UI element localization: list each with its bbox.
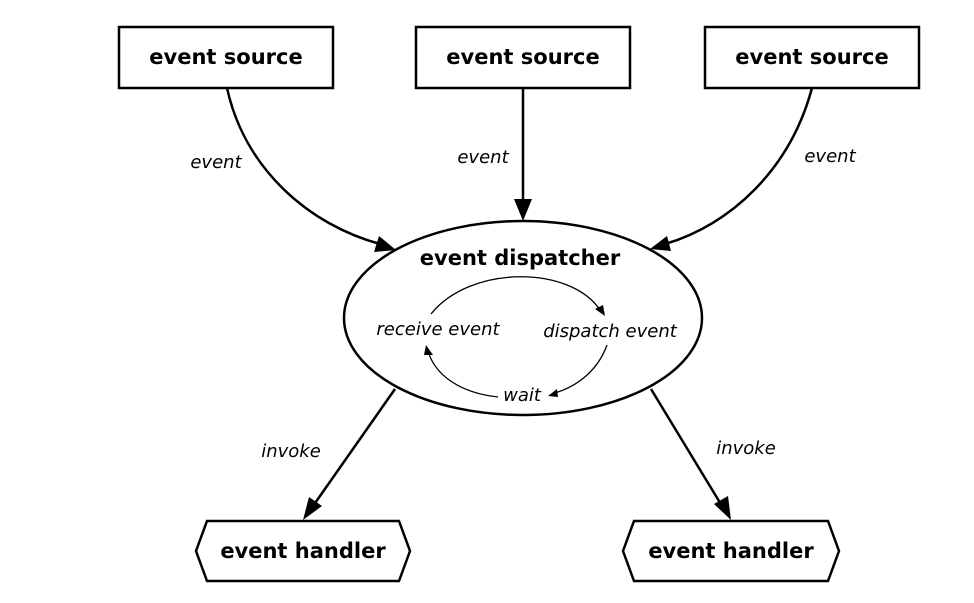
cycle-arrowhead-wait bbox=[548, 389, 558, 397]
invoke-edge-1-arrowhead bbox=[303, 497, 322, 520]
event-edge-3 bbox=[664, 87, 814, 246]
event-source-label-2: event source bbox=[446, 45, 599, 69]
event-source-box-1 bbox=[117, 25, 335, 90]
cycle-arrow-wait-to-receive bbox=[427, 350, 499, 398]
event-source-label-1: event source bbox=[149, 45, 302, 69]
receive-event-label: receive event bbox=[376, 319, 500, 340]
cycle-arrowhead-receive bbox=[424, 345, 433, 355]
event-edge-label-1: event bbox=[190, 152, 242, 173]
event-handler-shape-1 bbox=[194, 519, 412, 583]
invoke-edge-label-1: invoke bbox=[261, 441, 321, 462]
event-dispatcher-label: event dispatcher bbox=[420, 246, 621, 270]
event-edge-3-arrowhead bbox=[650, 236, 671, 251]
cycle-arrow-dispatch-to-wait bbox=[554, 344, 608, 394]
invoke-edge-label-2: invoke bbox=[716, 438, 776, 459]
event-source-label-3: event source bbox=[735, 45, 888, 69]
event-dispatcher-ellipse bbox=[342, 219, 704, 417]
invoke-edge-2 bbox=[649, 388, 724, 507]
event-source-box-2 bbox=[414, 25, 632, 90]
event-handler-label-2: event handler bbox=[648, 539, 814, 563]
event-edge-1-arrowhead bbox=[374, 236, 396, 252]
event-edge-1 bbox=[225, 87, 381, 246]
event-handler-label-1: event handler bbox=[220, 539, 386, 563]
event-edge-2-arrowhead bbox=[514, 199, 532, 221]
invoke-edge-2-arrowhead bbox=[714, 496, 731, 520]
dispatch-event-label: dispatch event bbox=[543, 321, 678, 342]
invoke-edge-1 bbox=[311, 388, 397, 507]
wait-label: wait bbox=[503, 385, 542, 406]
cycle-arrow-receive-to-dispatch bbox=[430, 276, 601, 315]
event-edge-label-3: event bbox=[804, 146, 856, 167]
event-edge-label-2: event bbox=[457, 147, 509, 168]
event-handler-shape-2 bbox=[621, 519, 841, 583]
cycle-arrowhead-dispatch bbox=[595, 305, 605, 316]
